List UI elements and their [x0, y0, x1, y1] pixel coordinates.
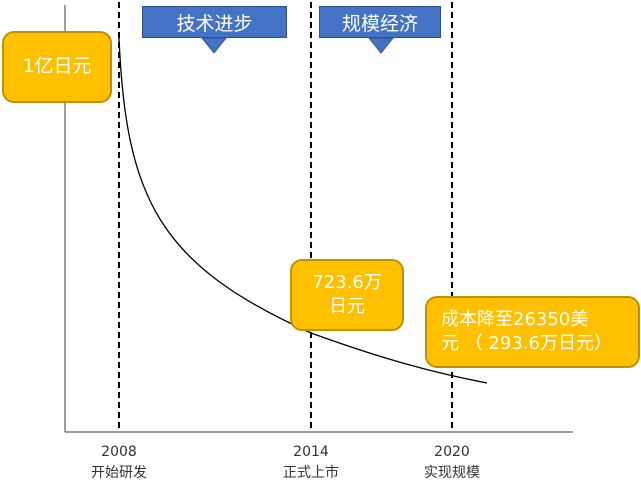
milestone-label-2014: 正式上市 [283, 465, 339, 481]
scale-economy-label: 规模经济 [341, 12, 418, 35]
tech-progress-banner: 技术进步 [142, 6, 287, 38]
tech-progress-label: 技术进步 [176, 12, 253, 35]
launch-cost-line2: 日元 [329, 296, 365, 317]
scale-cost-callout: 成本降至26350美 元 （ 293.6万日元） [425, 296, 640, 368]
milestone-year-2014: 2014 [293, 444, 329, 460]
milestone-year-2008: 2008 [101, 444, 137, 460]
milestone-year-2020: 2020 [434, 444, 470, 460]
tech-arrow-icon [200, 37, 228, 54]
cost-curve [118, 37, 488, 384]
scale-cost-line2: 元 （ 293.6万日元） [441, 333, 612, 354]
start-cost-callout: 1亿日元 [2, 31, 112, 103]
milestone-label-2020: 实现规模 [424, 465, 480, 481]
start-cost-text: 1亿日元 [22, 55, 92, 78]
launch-cost-callout: 723.6万 日元 [290, 259, 404, 331]
launch-cost-line1: 723.6万 [312, 271, 382, 293]
scale-arrow-icon [367, 37, 395, 54]
scale-economy-banner: 规模经济 [319, 6, 441, 38]
milestone-label-2008: 开始研发 [91, 465, 147, 481]
scale-cost-line1: 成本降至26350美 [441, 308, 589, 330]
